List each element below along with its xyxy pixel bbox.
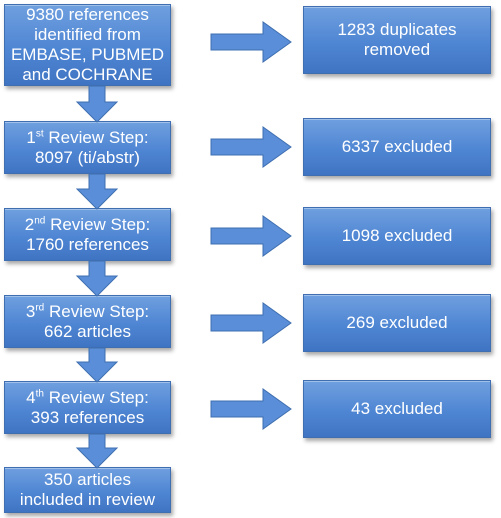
excluded-step-1-label: 6337 excluded <box>341 137 453 156</box>
included-line-2: included in review <box>19 490 156 509</box>
included-articles-box: 350 articles included in review <box>4 467 171 513</box>
down-arrow-icon <box>75 85 119 123</box>
review-step-1-detail: 8097 (ti/abstr) <box>35 147 140 167</box>
excluded-step-2-box: 1098 excluded <box>303 207 491 265</box>
source-line-1: 9380 references <box>26 5 149 24</box>
review-step-3-box: 3rd Review Step: 662 articles <box>4 295 171 348</box>
source-line-3: EMBASE, PUBMED <box>10 45 165 64</box>
excluded-step-3-box: 269 excluded <box>303 294 491 352</box>
source-line-4: and COCHRANE <box>22 65 153 84</box>
excluded-step-4-label: 43 excluded <box>351 399 443 418</box>
review-step-4-title: 4th Review Step: <box>26 387 149 407</box>
right-arrow-icon <box>210 21 292 63</box>
down-arrow-icon <box>75 173 119 210</box>
review-step-1-box: 1st Review Step: 8097 (ti/abstr) <box>4 121 171 174</box>
right-arrow-icon <box>210 215 292 257</box>
down-arrow-icon <box>75 347 119 383</box>
included-line-1: 350 articles <box>44 470 131 489</box>
duplicates-removed-box: 1283 duplicates removed <box>303 6 491 74</box>
review-step-2-detail: 1760 references <box>26 234 149 254</box>
excluded-step-1-box: 6337 excluded <box>303 118 491 176</box>
review-step-1-title: 1st Review Step: <box>26 127 149 147</box>
review-step-4-detail: 393 references <box>30 407 145 427</box>
review-step-3-detail: 662 articles <box>44 321 131 341</box>
right-arrow-icon <box>210 126 292 168</box>
excluded-step-2-label: 1098 excluded <box>341 226 453 245</box>
source-line-2: identified from <box>34 25 141 44</box>
duplicates-line-1: 1283 duplicates <box>337 20 457 39</box>
down-arrow-icon <box>75 433 119 469</box>
right-arrow-icon <box>210 388 292 430</box>
excluded-step-4-box: 43 excluded <box>303 380 491 438</box>
right-arrow-icon <box>210 302 292 344</box>
review-step-3-title: 3rd Review Step: <box>25 301 150 321</box>
duplicates-line-2: removed <box>363 40 431 59</box>
source-records-box: 9380 references identified from EMBASE, … <box>4 4 171 86</box>
review-step-2-box: 2nd Review Step: 1760 references <box>4 208 171 261</box>
review-step-4-box: 4th Review Step: 393 references <box>4 381 171 434</box>
down-arrow-icon <box>75 260 119 297</box>
excluded-step-3-label: 269 excluded <box>346 313 448 332</box>
review-step-2-title: 2nd Review Step: <box>24 214 151 234</box>
